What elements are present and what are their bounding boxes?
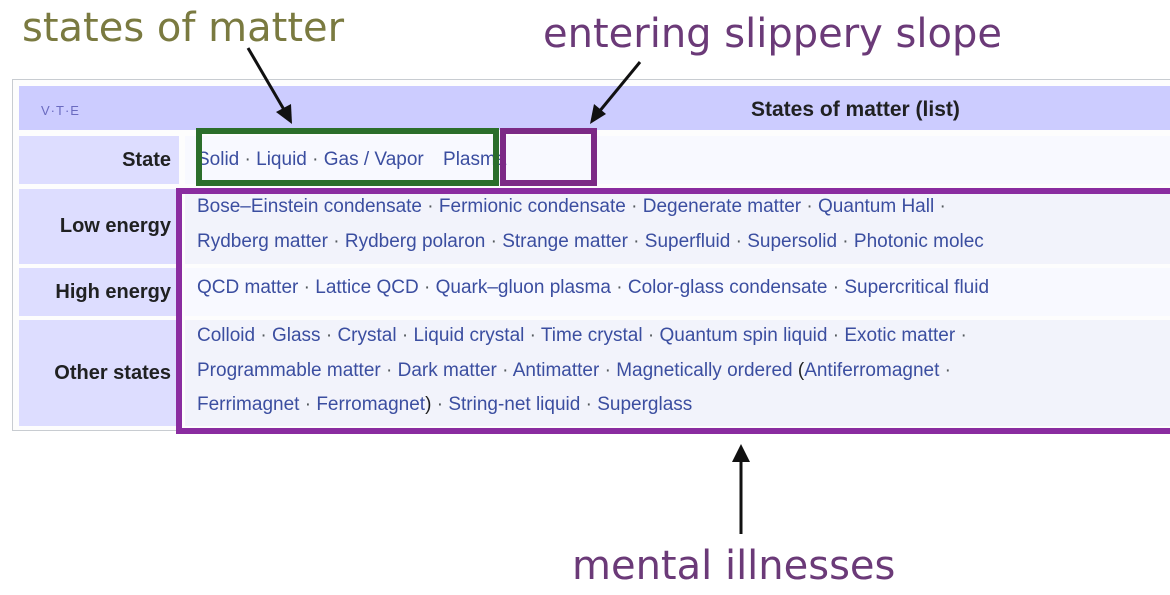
link-bose-einstein-condensate[interactable]: Bose–Einstein condensate xyxy=(197,196,422,217)
list-line-low-energy-2: Rydberg matter · Rydberg polaron · Stran… xyxy=(197,231,984,252)
list-line-low-energy-1: Bose–Einstein condensate · Fermionic con… xyxy=(197,196,946,217)
link-colloid[interactable]: Colloid xyxy=(197,325,256,346)
list-cell-low-energy xyxy=(185,189,1170,264)
link-glass[interactable]: Glass xyxy=(271,325,321,346)
annotation-entering-slippery-slope: entering slippery slope xyxy=(543,11,1002,57)
link-time-crystal[interactable]: Time crystal xyxy=(540,325,643,346)
link-liquid-crystal[interactable]: Liquid crystal xyxy=(413,325,525,346)
link-supersolid[interactable]: Supersolid xyxy=(747,231,838,252)
navbox-title[interactable]: States of matter (list) xyxy=(751,98,960,121)
annotation-mental-illnesses: mental illnesses xyxy=(572,543,896,589)
link-dark-matter[interactable]: Dark matter xyxy=(397,360,497,381)
link-programmable-matter[interactable]: Programmable matter xyxy=(197,360,381,381)
list-line-other-2: Programmable matter · Dark matter · Anti… xyxy=(197,360,951,381)
vte-links[interactable]: V·T·E xyxy=(41,103,80,118)
link-antimatter[interactable]: Antimatter xyxy=(512,360,600,381)
list-line-other-1: Colloid · Glass · Crystal · Liquid cryst… xyxy=(197,325,967,346)
link-quark-gluon-plasma[interactable]: Quark–gluon plasma xyxy=(435,277,611,298)
link-superglass[interactable]: Superglass xyxy=(597,394,693,415)
group-label-high-energy: High energy xyxy=(19,268,179,316)
link-degenerate-matter[interactable]: Degenerate matter xyxy=(642,196,802,217)
highlight-box-states-of-matter xyxy=(196,128,499,186)
list-line-high-energy: QCD matter · Lattice QCD · Quark–gluon p… xyxy=(197,277,990,298)
link-color-glass-condensate[interactable]: Color-glass condensate xyxy=(627,277,828,298)
arrow-to-plasma-box xyxy=(590,61,642,124)
link-quantum-hall[interactable]: Quantum Hall xyxy=(818,196,935,217)
link-photonic-molecule[interactable]: Photonic molec xyxy=(853,231,984,252)
link-ferrimagnet[interactable]: Ferrimagnet xyxy=(197,394,300,415)
link-ferromagnet[interactable]: Ferromagnet xyxy=(316,394,426,415)
group-label-state: State xyxy=(19,136,179,184)
link-antiferromagnet[interactable]: Antiferromagnet xyxy=(804,360,940,381)
link-supercritical-fluid[interactable]: Supercritical fluid xyxy=(844,277,990,298)
link-quantum-spin-liquid[interactable]: Quantum spin liquid xyxy=(659,325,828,346)
group-label-low-energy: Low energy xyxy=(19,189,179,264)
highlight-box-mental-illnesses xyxy=(176,188,1170,434)
link-liquid[interactable]: Liquid xyxy=(256,149,307,170)
arrow-to-states-box xyxy=(246,47,292,124)
link-gas-vapor[interactable]: Gas / Vapor xyxy=(323,149,424,170)
link-superfluid[interactable]: Superfluid xyxy=(644,231,731,252)
link-exotic-matter[interactable]: Exotic matter xyxy=(844,325,956,346)
list-line-other-3: Ferrimagnet · Ferromagnet) · String-net … xyxy=(197,394,693,415)
group-label-other-states: Other states xyxy=(19,320,179,426)
link-magnetically-ordered[interactable]: Magnetically ordered xyxy=(616,360,793,381)
list-cell-state xyxy=(185,136,1170,184)
arrow-to-big-box xyxy=(732,444,750,534)
link-string-net-liquid[interactable]: String-net liquid xyxy=(448,394,581,415)
annotation-states-of-matter: states of matter xyxy=(22,5,345,51)
list-cell-high-energy xyxy=(185,268,1170,316)
link-fermionic-condensate[interactable]: Fermionic condensate xyxy=(438,196,626,217)
highlight-box-plasma xyxy=(500,128,597,186)
link-qcd-matter[interactable]: QCD matter xyxy=(197,277,299,298)
link-crystal[interactable]: Crystal xyxy=(337,325,397,346)
link-rydberg-polaron[interactable]: Rydberg polaron xyxy=(344,231,486,252)
link-plasma[interactable]: Plasma xyxy=(443,149,507,170)
link-strange-matter[interactable]: Strange matter xyxy=(502,231,628,252)
link-rydberg-matter[interactable]: Rydberg matter xyxy=(197,231,328,252)
link-solid[interactable]: Solid xyxy=(197,149,240,170)
link-lattice-qcd[interactable]: Lattice QCD xyxy=(315,277,419,298)
list-cell-other-states xyxy=(185,320,1170,426)
list-line-state: Solid · Liquid · Gas / Vapor Plasma xyxy=(197,149,507,170)
